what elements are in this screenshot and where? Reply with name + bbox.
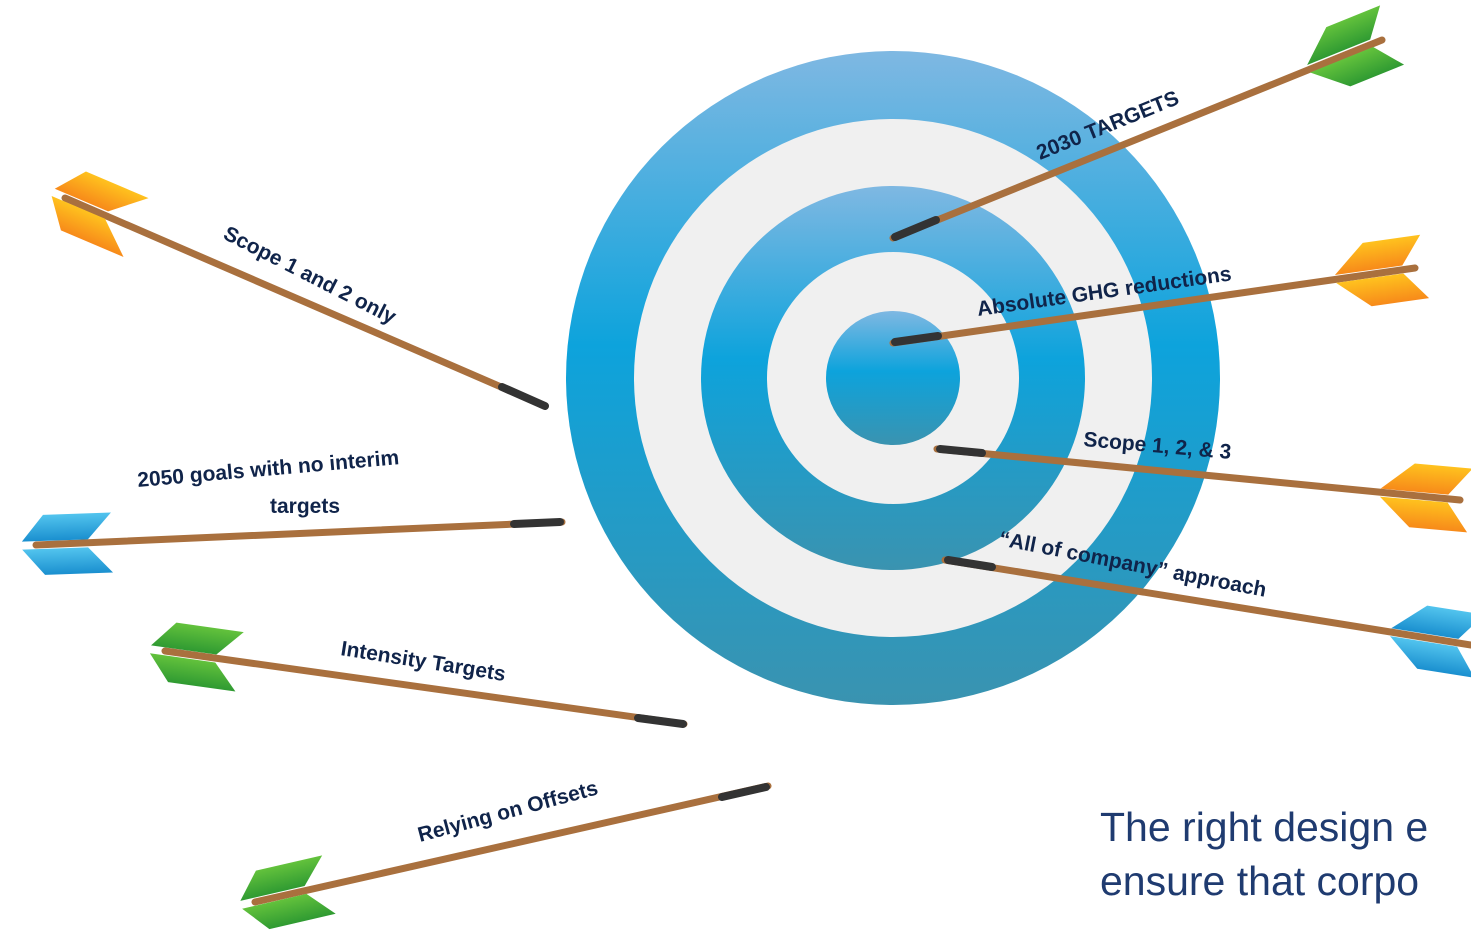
caption-line-2: ensure that corpo: [1100, 858, 1420, 904]
fletching-icon: [1389, 605, 1471, 678]
fletching-icon: [240, 855, 336, 930]
arrow-2050-goals: 2050 goals with no interim targets: [21, 446, 566, 575]
fletching-icon: [1334, 234, 1430, 307]
caption-line-1: The right design e: [1100, 804, 1429, 850]
fletching-icon: [1307, 5, 1405, 87]
fletching-icon: [1379, 463, 1471, 533]
arrow-scope-12-only: Scope 1 and 2 only: [51, 171, 549, 410]
target-bullseye: [826, 311, 960, 445]
fletching-icon: [149, 622, 244, 692]
arrow-intensity-targets: Intensity Targets: [149, 622, 688, 728]
arrow-label-2050-goals-line1: 2050 goals with no interim: [136, 446, 400, 492]
arrow-label-relying-on-offsets: Relying on Offsets: [415, 777, 600, 847]
fletching-icon: [21, 512, 114, 575]
arrow-relying-on-offsets: Relying on Offsets: [240, 777, 772, 930]
caption-text: The right design e ensure that corpo: [1100, 800, 1471, 908]
arrow-label-2050-goals-line2: targets: [270, 495, 340, 518]
arrow-scope-123: Scope 1, 2, & 3: [933, 428, 1471, 533]
fletching-icon: [51, 171, 149, 257]
target-board: [566, 51, 1220, 705]
